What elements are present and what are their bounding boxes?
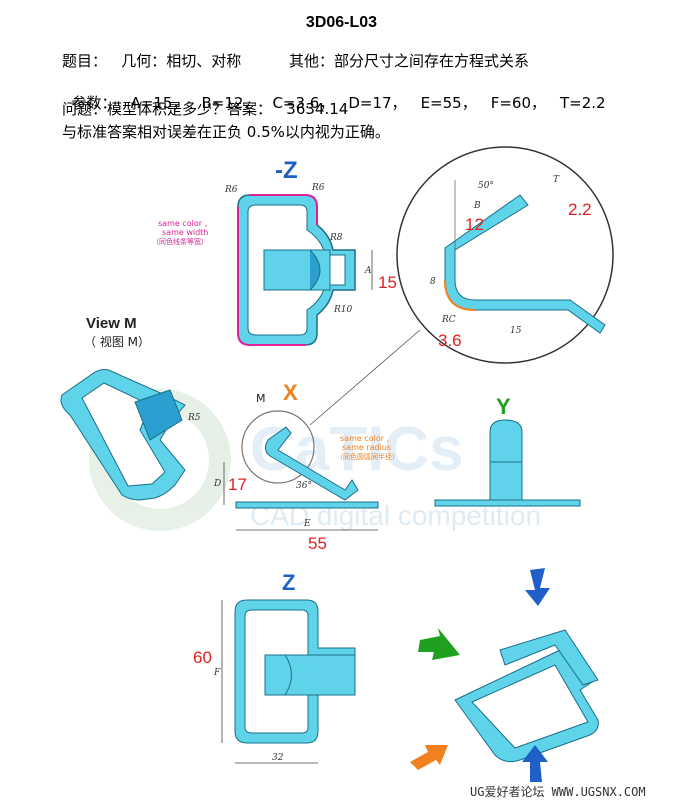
dim-d: D	[213, 479, 221, 489]
value-d: 17	[228, 475, 247, 494]
dim-r8: R8	[329, 233, 343, 243]
note-same-width-cn: （同色线条等宽）	[152, 237, 208, 246]
value-t: 2.2	[568, 200, 592, 219]
note-same-width: same width	[162, 228, 208, 237]
note-same-radius: same radius	[342, 443, 391, 452]
detail-ring	[241, 410, 315, 484]
dim-r10: R10	[333, 305, 353, 315]
dim-8: 8	[430, 277, 436, 287]
dim-a: A	[364, 266, 372, 276]
x-label: X	[283, 380, 298, 405]
dim-r6-right: R6	[311, 183, 325, 193]
params-line: 参数： A=15， B=12， C=3.6， D=17， E=55， F=60， T=2.2	[62, 74, 620, 113]
dim-rc: RC	[441, 315, 456, 325]
arrow-z-bottom-icon	[522, 745, 548, 782]
dim-b: B	[473, 201, 481, 211]
detail-circle	[396, 146, 614, 364]
dim-f: F	[213, 668, 221, 678]
page-title: 3D06-L03	[305, 14, 378, 31]
iso-part	[454, 629, 599, 763]
tolerance-line: 与标准答案相对误差在正负 0.5%以内视为正确。	[62, 123, 390, 141]
note-same-radius-cn: （同色圆弧同半径）	[336, 452, 399, 461]
value-b: 12	[465, 215, 484, 234]
note-same-color-radius: same color ,	[340, 434, 389, 443]
y-view-part	[434, 419, 581, 507]
topic-line: 题目： 几何：相切、对称 其他：部分尺寸之间存在方程式关系	[62, 52, 529, 70]
view-m-label: View M	[86, 315, 137, 332]
param-f: F=60，	[490, 94, 546, 112]
neg-z-label: -Z	[275, 157, 298, 184]
dim-r5: R5	[187, 413, 201, 423]
z-view-part	[234, 599, 356, 744]
arrow-z-top-icon	[525, 568, 550, 606]
x-view-part	[235, 426, 379, 509]
param-e: E=55，	[420, 94, 477, 112]
top-view-part	[237, 194, 356, 346]
dim-36deg: 36°	[296, 481, 312, 491]
param-b: B=12，	[201, 94, 259, 112]
value-a: 15	[378, 273, 397, 292]
m-label: M	[256, 392, 266, 405]
note-same-color-width: same color ,	[158, 219, 207, 228]
dim-e: E	[303, 519, 311, 529]
value-f: 60	[193, 648, 212, 667]
arrow-y-green-icon	[418, 628, 460, 660]
footer-forum: UG爱好者论坛 WWW.UGSNX.COM	[470, 785, 646, 799]
dim-t: T	[553, 175, 560, 185]
view-m-cn-label: （ 视图 M）	[84, 334, 150, 349]
params-label: 参数：	[71, 94, 117, 112]
param-c: C=3.6，	[272, 94, 335, 112]
param-t: T=2.2	[560, 94, 606, 112]
view-m-part	[60, 369, 186, 501]
y-label: Y	[496, 394, 511, 419]
dim-32: 32	[272, 753, 284, 763]
dim-50deg: 50°	[478, 181, 494, 191]
question-line: 问题：模型体积是多少？答案： 3634.14	[62, 100, 349, 118]
param-a: A=15，	[130, 94, 188, 112]
param-d: D=17，	[348, 94, 407, 112]
svg-text:CaTICs: CaTICs	[250, 415, 464, 484]
value-e: 55	[308, 534, 327, 553]
dim-r6-left: R6	[224, 185, 238, 195]
z-label: Z	[282, 570, 295, 595]
arrow-x-orange-icon	[410, 745, 448, 770]
value-c: 3.6	[438, 331, 462, 350]
dim-15: 15	[510, 326, 522, 336]
